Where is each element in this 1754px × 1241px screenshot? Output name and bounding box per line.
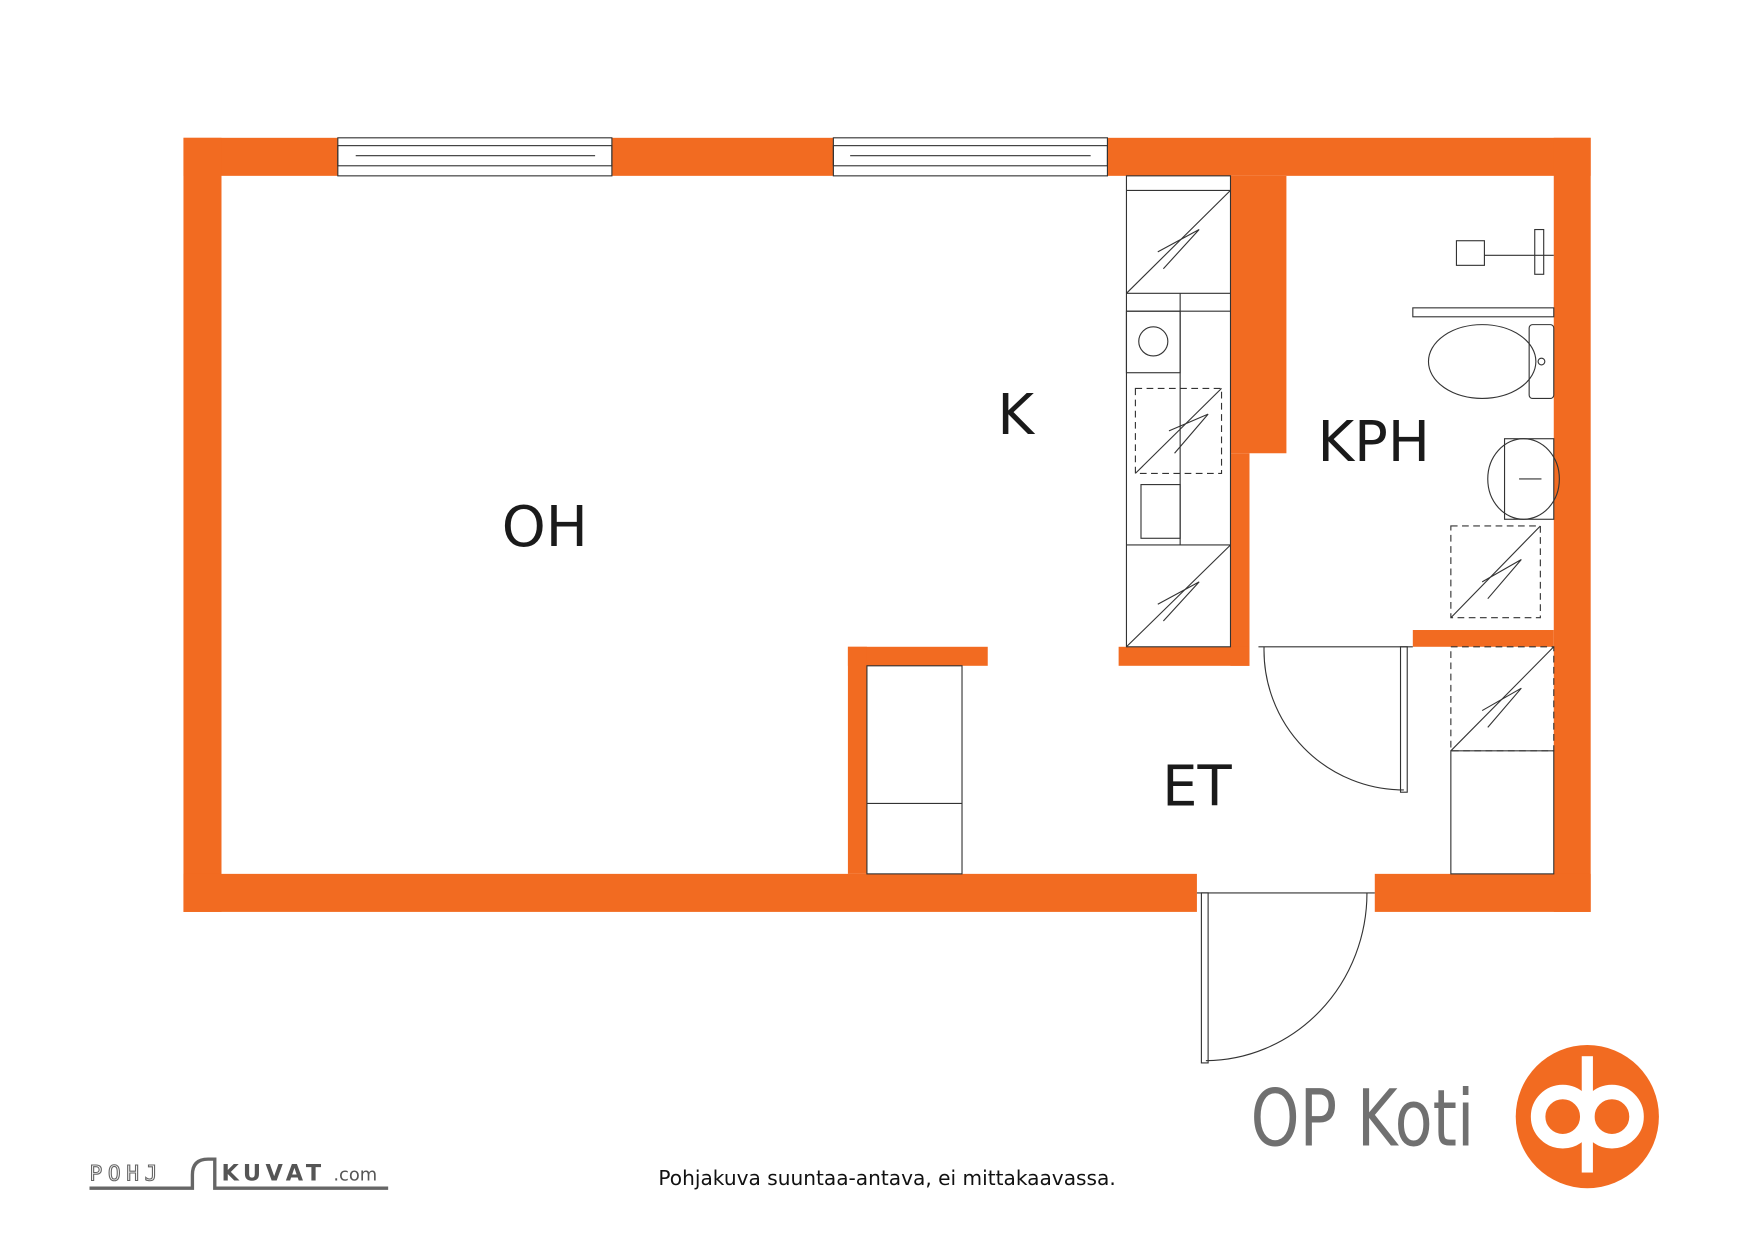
- svg-text:KUVAT: KUVAT: [221, 1160, 325, 1186]
- windows: [337, 137, 1108, 177]
- brand-name: OP Koti: [1251, 1074, 1475, 1165]
- washbasin-icon: [1487, 438, 1560, 520]
- room-label-kph: KPH: [1317, 410, 1429, 475]
- sink-icon: [1140, 484, 1181, 539]
- shower-icon: [1455, 240, 1485, 266]
- svg-text:POHJ: POHJ: [89, 1161, 163, 1186]
- walls: [183, 137, 1591, 912]
- bathroom-fixtures: [1412, 228, 1560, 619]
- svg-text:.com: .com: [333, 1164, 377, 1185]
- toilet-icon: [1427, 324, 1537, 400]
- room-label-et: ET: [1162, 755, 1232, 820]
- pohjakuvat-logo: POHJ KUVAT .com: [89, 1157, 389, 1190]
- hall-wardrobes: [866, 646, 1555, 875]
- doors: [1196, 646, 1413, 1064]
- room-label-oh: OH: [502, 495, 588, 560]
- op-logo-icon: [1515, 1045, 1659, 1189]
- room-label-k: K: [997, 383, 1035, 448]
- stove-icon: [1138, 326, 1169, 357]
- kitchen-cabinets: [1125, 175, 1232, 648]
- disclaimer-note: Pohjakuva suuntaa-antava, ei mittakaavas…: [658, 1166, 1115, 1190]
